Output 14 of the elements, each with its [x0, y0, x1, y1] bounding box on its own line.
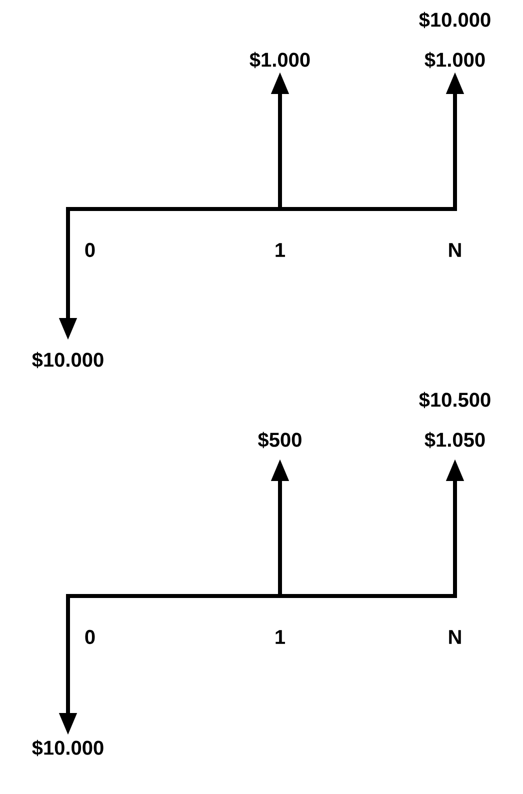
amount-label: $1.000 [424, 52, 485, 68]
period-label: N [449, 243, 461, 257]
amount-label: $1.000 [250, 52, 310, 68]
period-label: 1 [276, 243, 285, 257]
amount-label: $500 [258, 432, 302, 448]
amount-label: $10.000 [419, 12, 490, 28]
period-label: 0 [85, 630, 95, 644]
period-label: 0 [85, 242, 95, 258]
period-label: N [449, 630, 461, 644]
amount-label: $10.500 [419, 392, 490, 408]
amount-label: $10.000 [32, 740, 104, 756]
amount-label: $10.000 [32, 352, 104, 368]
period-label: 1 [276, 630, 285, 644]
amount-label: $1.050 [424, 432, 485, 448]
